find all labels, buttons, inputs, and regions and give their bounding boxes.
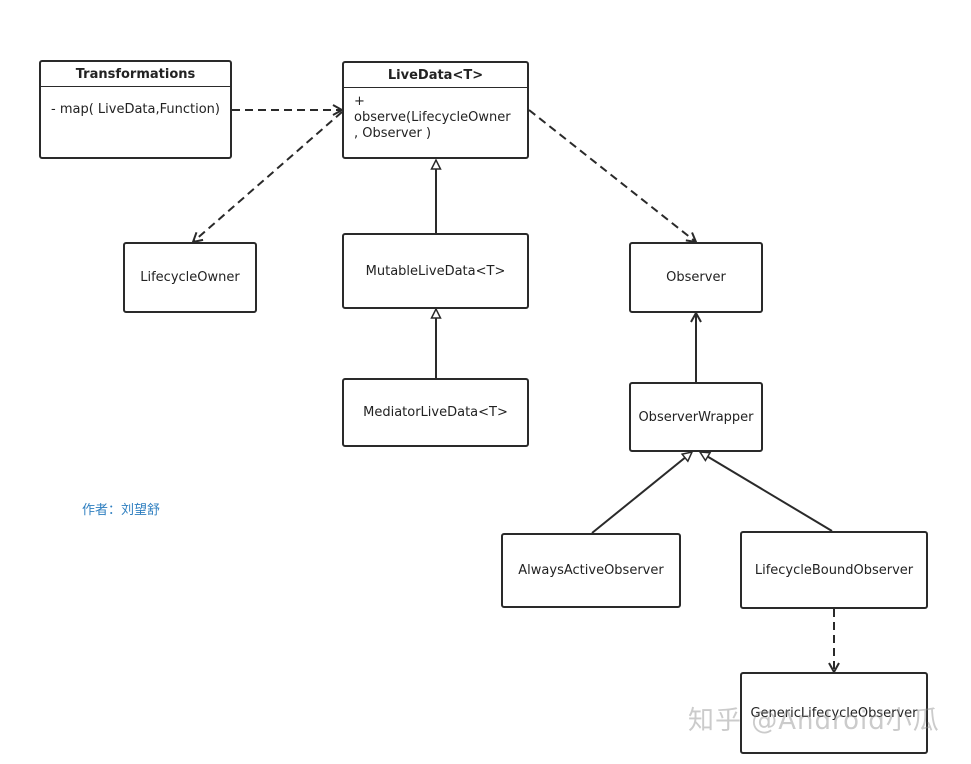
watermark: 知乎 @Android小瓜 <box>688 706 940 736</box>
class-transformations-title: Transformations <box>41 62 230 87</box>
class-livedata-member: + observe(LifecycleOwner , Observer ) <box>354 94 511 141</box>
class-generic-lifecycle-observer: GenericLifecycleObserver <box>740 672 928 754</box>
class-always-active-observer: AlwaysActiveObserver <box>501 533 681 608</box>
class-observer: Observer <box>629 242 763 313</box>
class-transformations-member: - map( LiveData,Function) <box>51 102 220 117</box>
class-livedata: LiveData<T> + observe(LifecycleOwner , O… <box>342 61 529 159</box>
class-mutable-livedata: MutableLiveData<T> <box>342 233 529 309</box>
class-lifecycle-owner: LifecycleOwner <box>123 242 257 313</box>
edge-livedata-observer <box>528 109 696 242</box>
author-note: 作者：刘望舒 <box>82 503 161 518</box>
class-mediator-livedata: MediatorLiveData<T> <box>342 378 529 447</box>
edge-livedata-lifecycleowner <box>193 111 343 242</box>
edge-alwaysactive-wrapper <box>591 450 694 534</box>
class-transformations: Transformations - map( LiveData,Function… <box>39 60 232 159</box>
edge-lifecyclebound-wrapper <box>698 451 833 532</box>
class-observer-wrapper: ObserverWrapper <box>629 382 763 452</box>
class-livedata-title: LiveData<T> <box>344 63 527 88</box>
class-lifecycle-bound-observer: LifecycleBoundObserver <box>740 531 928 609</box>
